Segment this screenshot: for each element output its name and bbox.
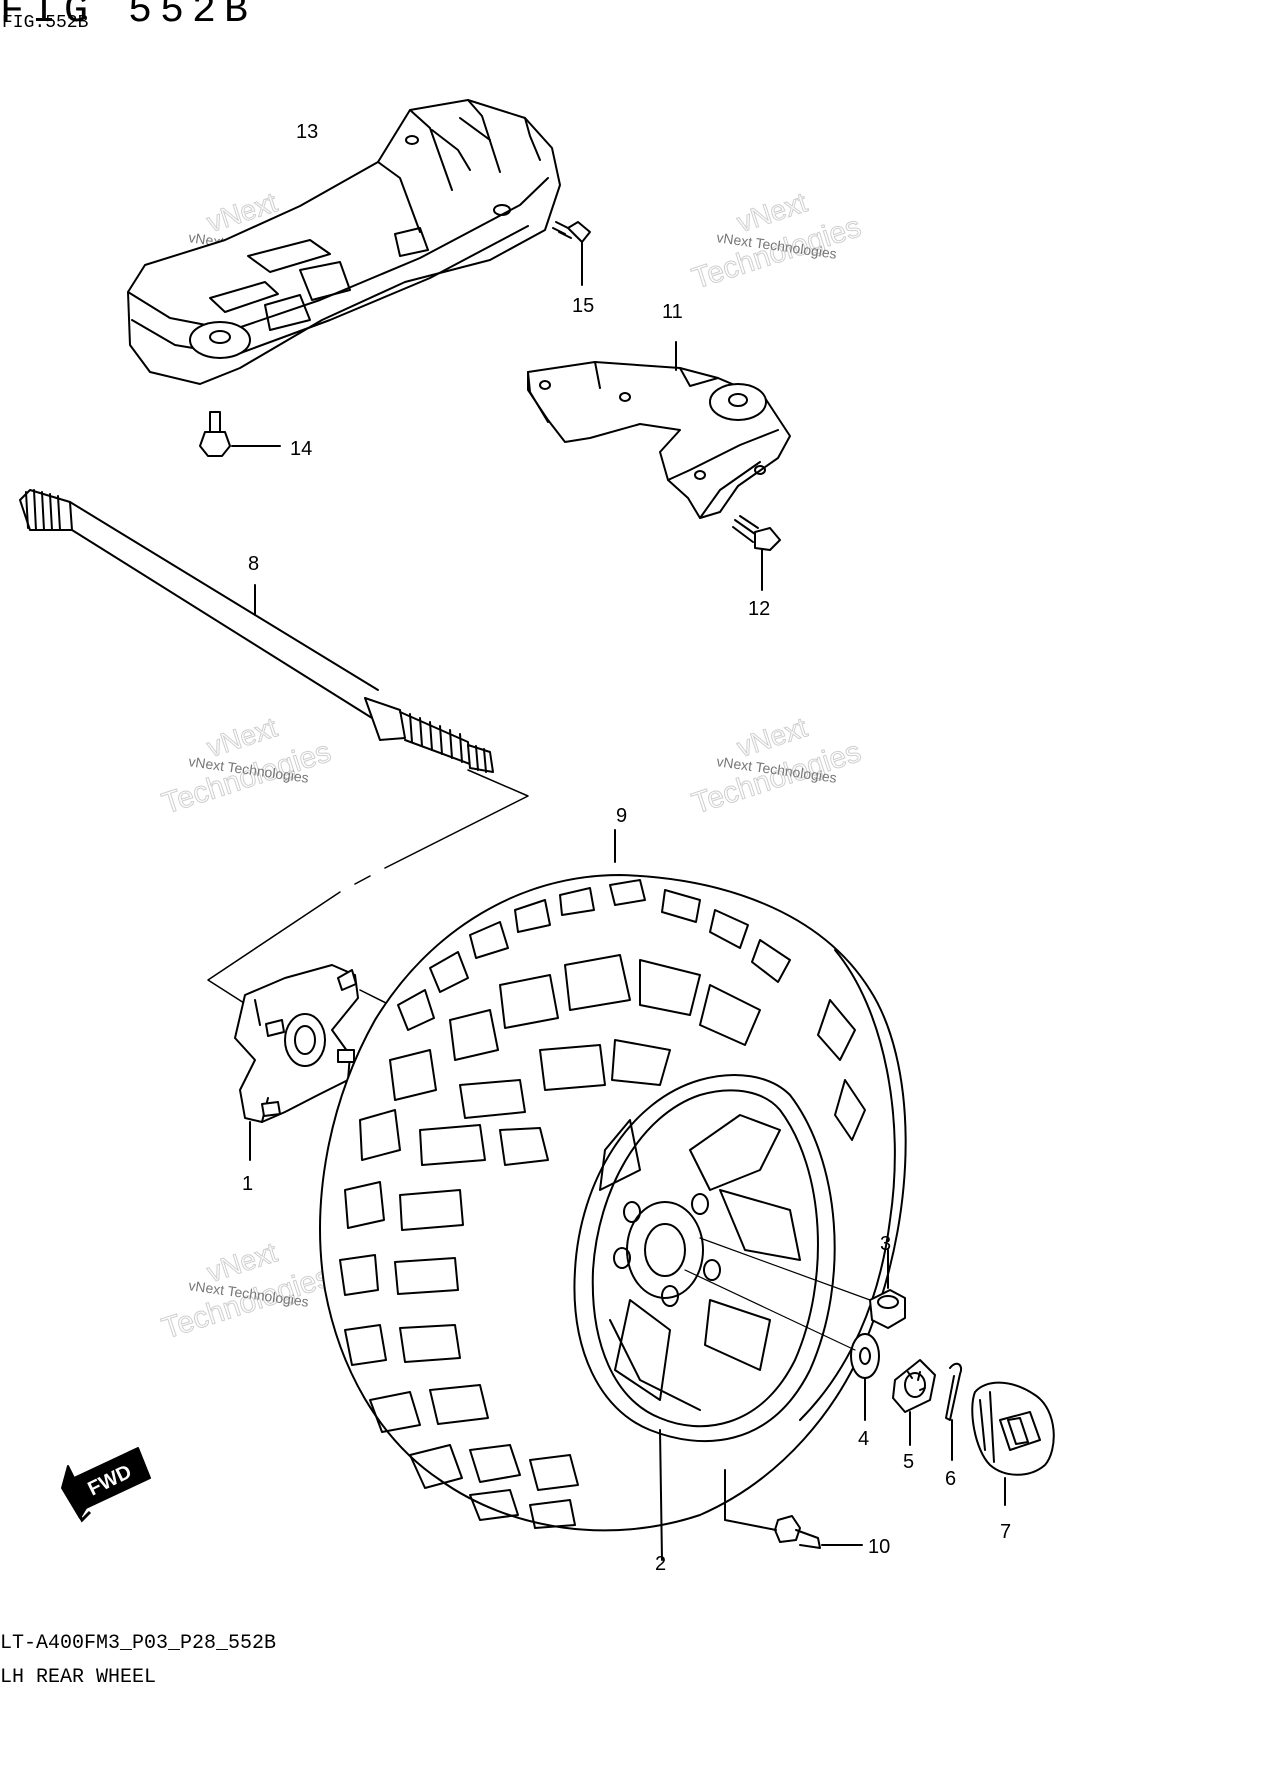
figure-description: LH REAR WHEEL xyxy=(0,1666,157,1689)
part-2-wheel-rim xyxy=(573,1074,836,1561)
part-4-washer xyxy=(684,1269,880,1421)
callout-10: 10 xyxy=(868,1536,890,1558)
part-11-bracket xyxy=(527,341,791,519)
callout-1: 1 xyxy=(242,1173,253,1195)
part-5-castle-nut xyxy=(892,1359,936,1446)
callout-3: 3 xyxy=(880,1233,891,1255)
callout-8: 8 xyxy=(248,553,259,575)
callout-7: 7 xyxy=(1000,1521,1011,1543)
part-3-wheel-nut xyxy=(699,1237,906,1329)
figure-code: LT-A400FM3_P03_P28_552B xyxy=(0,1632,277,1655)
callout-15: 15 xyxy=(572,295,594,317)
callout-11: 11 xyxy=(662,301,683,323)
callout-9: 9 xyxy=(616,805,627,827)
callout-labels: 1 2 3 4 5 6 7 8 9 10 11 12 13 14 15 xyxy=(242,121,1011,1575)
part-15-bolt xyxy=(552,221,591,286)
callout-12: 12 xyxy=(748,598,770,620)
part-14-bolt xyxy=(199,411,281,457)
callout-5: 5 xyxy=(903,1451,914,1473)
callout-6: 6 xyxy=(945,1468,956,1490)
part-6-cotter-pin xyxy=(945,1362,962,1461)
part-8-axle-shaft xyxy=(19,489,494,773)
callout-2: 2 xyxy=(655,1553,666,1575)
callout-13: 13 xyxy=(296,121,318,143)
fwd-direction-arrow: FWD xyxy=(61,1447,151,1523)
callout-14: 14 xyxy=(290,438,312,460)
part-7-hub-cap xyxy=(971,1381,1055,1506)
callout-4: 4 xyxy=(858,1428,869,1450)
part-1-wheel-hub xyxy=(234,964,359,1161)
figure-title: FIG 552B xyxy=(0,0,257,34)
part-12-bolt xyxy=(732,515,781,591)
shaft-to-hub-leader xyxy=(207,769,529,1011)
part-10-valve-stem xyxy=(724,1469,863,1549)
figure-title-overprint: FIG.552B xyxy=(2,13,89,33)
part-13-skid-plate xyxy=(127,99,561,385)
